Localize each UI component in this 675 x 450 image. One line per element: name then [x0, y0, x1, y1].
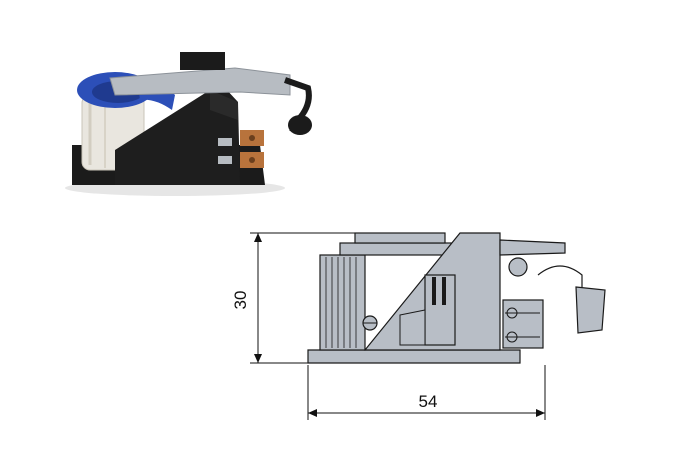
product-photo: [65, 52, 312, 196]
height-dimension-label: 30: [231, 291, 250, 310]
technical-drawing: 30 54: [231, 232, 606, 420]
width-dimension-label: 54: [419, 392, 438, 411]
